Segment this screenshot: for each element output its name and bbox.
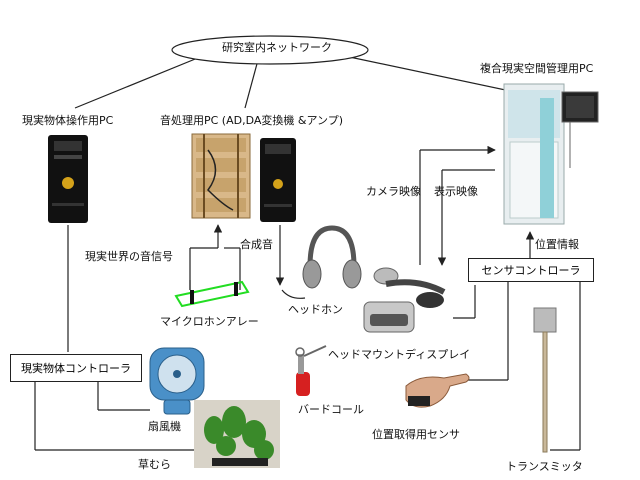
- transmitter-icon: [533, 307, 557, 453]
- network-ellipse: [171, 35, 369, 65]
- real-object-pc-label: 現実物体操作用PC: [22, 114, 114, 127]
- real-object-controller-box: 現実物体コントローラ: [10, 354, 142, 382]
- real-object-controller-label: 現実物体コントローラ: [21, 362, 131, 375]
- position-sensor-label: 位置取得用センサ: [372, 428, 460, 441]
- microphone-array-icon: [174, 280, 250, 308]
- headphones-icon: [302, 225, 362, 289]
- fan-icon: [149, 347, 205, 415]
- real-world-sound-label: 現実世界の音信号: [85, 250, 173, 263]
- bird-call-icon: [295, 345, 327, 396]
- mr-pc-label: 複合現実空間管理用PC: [480, 62, 594, 75]
- grass-label: 草むら: [138, 458, 171, 471]
- headphone-label: ヘッドホン: [288, 303, 343, 316]
- bird-call-label: バードコール: [298, 403, 364, 416]
- camera-video-label: カメラ映像: [366, 185, 421, 198]
- sound-pc-label: 音処理用PC (AD,DA変換機 &アンプ): [160, 114, 343, 127]
- display-video-label: 表示映像: [434, 185, 478, 198]
- synth-sound-label: 合成音: [240, 238, 273, 251]
- transmitter-label: トランスミッタ: [506, 460, 583, 473]
- pc-tower-icon: [260, 138, 296, 222]
- network-label: 研究室内ネットワーク: [222, 41, 332, 54]
- hmd-icon: [363, 267, 446, 333]
- sensor-controller-label: センサコントローラ: [481, 264, 581, 277]
- hmd-label: ヘッドマウントディスプレイ: [328, 348, 471, 361]
- sensor-controller-box: センサコントローラ: [468, 258, 594, 282]
- microphone-array-label: マイクロホンアレー: [160, 315, 259, 328]
- position-info-label: 位置情報: [535, 238, 579, 251]
- server-rack-icon: [503, 83, 599, 225]
- fan-label: 扇風機: [148, 420, 181, 433]
- audio-rack-icon: [191, 133, 251, 219]
- grass-icon: [194, 400, 280, 468]
- pc-tower-icon: [48, 135, 88, 223]
- hand-sensor-icon: [405, 373, 470, 408]
